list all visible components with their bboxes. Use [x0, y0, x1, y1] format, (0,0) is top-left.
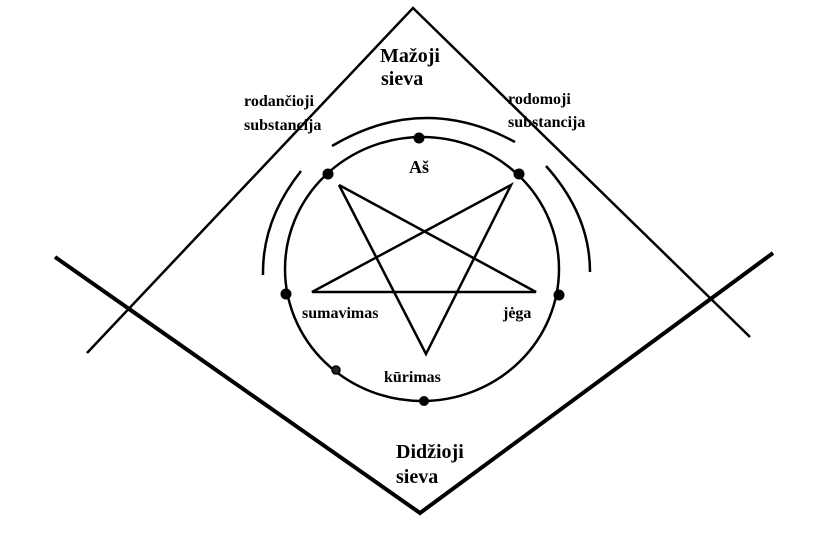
pentagram	[311, 182, 537, 357]
outer-arc-left	[261, 170, 302, 276]
node-dot-lower-left	[331, 365, 341, 375]
label-sieva-top: sieva	[381, 68, 423, 90]
label-substancija-right: substancija	[508, 114, 585, 131]
node-dot-upper-right	[513, 168, 525, 180]
label-sieva-bottom: sieva	[396, 466, 438, 488]
label-substancija-left: substancija	[244, 117, 321, 134]
lower-v-shape	[53, 251, 775, 516]
node-dot-top	[413, 132, 425, 144]
node-dot-upper-left	[322, 168, 334, 180]
label-didzioji: Didžioji	[396, 441, 464, 463]
label-mazoji: Mažoji	[380, 45, 440, 67]
label-kurimas: kūrimas	[384, 369, 441, 386]
outer-arc-right	[545, 165, 592, 273]
label-as: Aš	[409, 157, 429, 177]
label-rodancioji: rodančioji	[244, 93, 314, 110]
outer-arc-top	[331, 116, 516, 148]
node-dot-bottom	[419, 396, 429, 406]
label-sumavimas: sumavimas	[302, 305, 378, 322]
node-dot-right	[553, 289, 565, 301]
label-rodomoji: rodomoji	[508, 91, 571, 108]
upper-triangle	[86, 6, 751, 354]
label-jega: jėga	[502, 305, 531, 322]
node-dot-left	[280, 288, 292, 300]
